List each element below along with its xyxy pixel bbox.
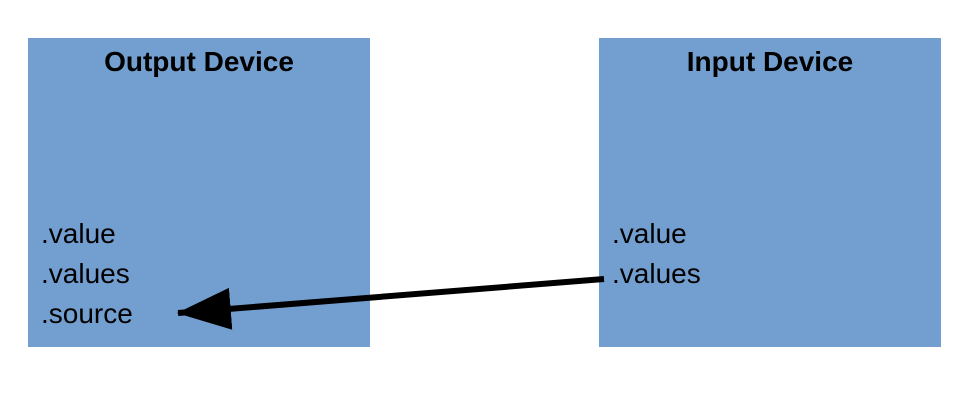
output-property-values: .values	[41, 258, 130, 289]
input-device-title: Input Device	[686, 46, 854, 77]
input-property-values: .values	[612, 258, 701, 289]
input-property-value: .value	[612, 218, 687, 249]
output-device-properties: .value .values .source	[41, 214, 133, 334]
output-property-value: .value	[41, 218, 116, 249]
output-property-source: .source	[41, 298, 133, 329]
input-device-properties: .value .values	[612, 214, 701, 294]
output-device-title: Output Device	[104, 46, 294, 77]
output-device-box: Output Device .value .values .source	[28, 38, 370, 347]
input-device-box: Input Device .value .values	[599, 38, 941, 347]
